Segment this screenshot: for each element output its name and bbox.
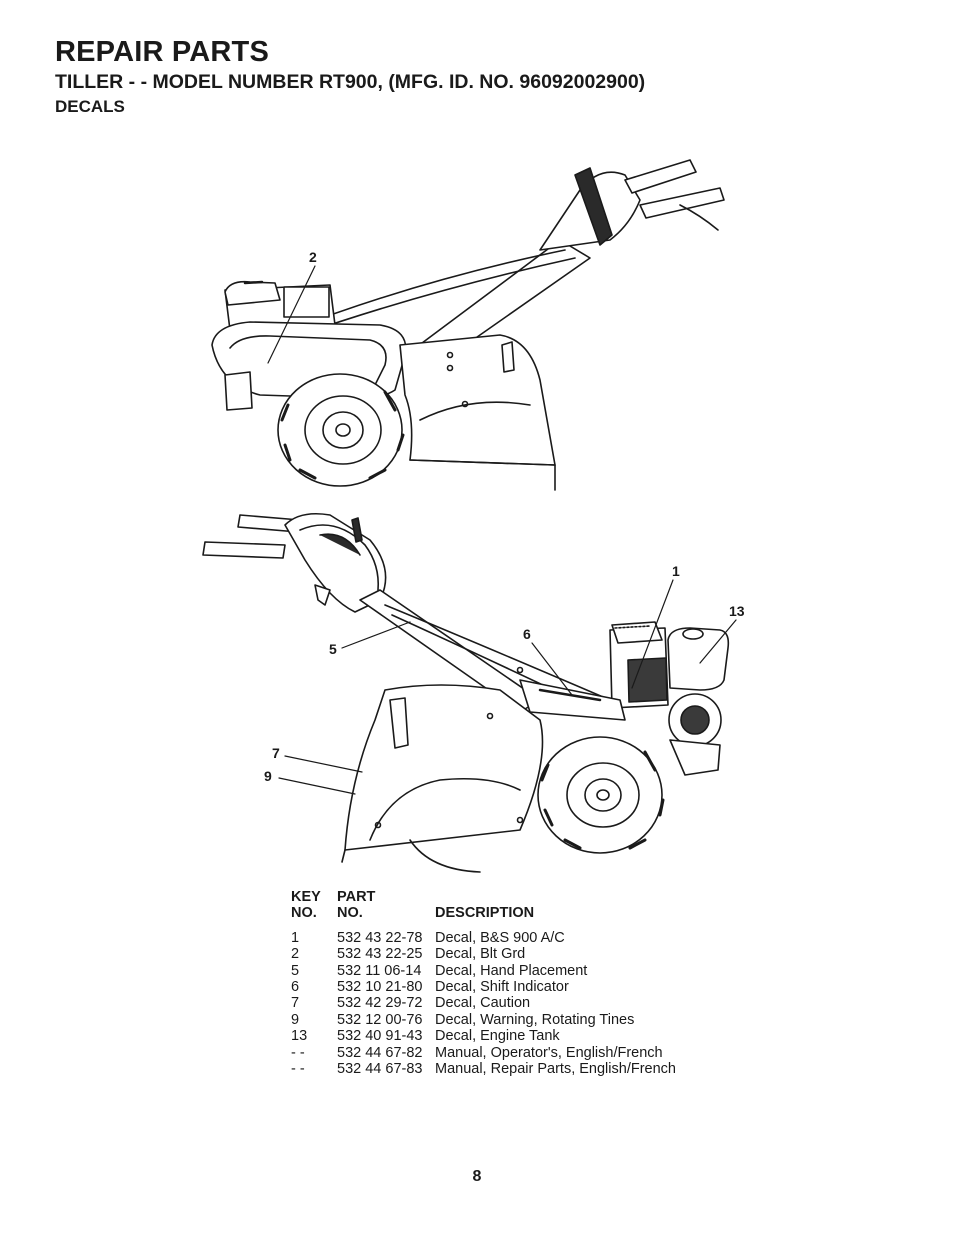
- description: Decal, Hand Placement: [435, 962, 588, 979]
- part-no: 532 12 00-76: [337, 1011, 423, 1028]
- key-no: 1: [291, 929, 300, 946]
- part-no: 532 10 21-80: [337, 979, 423, 996]
- table-row: 1 532 43 22-78 Decal, B&S 900 A/C: [291, 930, 676, 946]
- key-no: 6: [291, 979, 300, 996]
- header-part-top: PART: [337, 889, 376, 905]
- page-title: REPAIR PARTS: [55, 36, 270, 68]
- part-no: 532 43 22-78: [337, 929, 423, 946]
- description: Manual, Repair Parts, English/French: [435, 1061, 676, 1078]
- description: Manual, Operator's, English/French: [435, 1044, 663, 1061]
- model-subtitle: TILLER - - MODEL NUMBER RT900, (MFG. ID.…: [55, 71, 646, 93]
- description: Decal, Engine Tank: [435, 1028, 560, 1045]
- table-row: 9 532 12 00-76 Decal, Warning, Rotating Ti…: [291, 1012, 676, 1028]
- part-no: 532 44 67-83: [337, 1061, 423, 1078]
- key-no: 7: [291, 995, 300, 1012]
- tiller-top-view: [211, 159, 725, 491]
- page-number: 8: [472, 1168, 482, 1185]
- key-no: 9: [291, 1011, 300, 1028]
- parts-rows: 1 532 43 22-78 Decal, B&S 900 A/C 2 532 43 …: [291, 922, 676, 1078]
- description: Decal, B&S 900 A/C: [435, 929, 565, 946]
- description: Decal, Warning, Rotating Tines: [435, 1011, 635, 1028]
- key-no: - -: [291, 1061, 305, 1078]
- table-row: 7 532 42 29-72 Decal, Caution: [291, 995, 676, 1011]
- table-row: 6 532 10 21-80 Decal, Shift Indicator: [291, 979, 676, 995]
- part-no: 532 40 91-43: [337, 1028, 423, 1045]
- table-row: - - 532 44 67-83 Manual, Repair Parts, Eng…: [291, 1061, 676, 1077]
- callout-1: 1: [672, 563, 680, 579]
- part-no: 532 42 29-72: [337, 995, 423, 1012]
- description: Decal, Caution: [435, 995, 531, 1012]
- callout-9: 9: [264, 768, 272, 784]
- description: Decal, Blt Grd: [435, 946, 526, 963]
- description: Decal, Shift Indicator: [435, 979, 569, 996]
- table-row: 5 532 11 06-14 Decal, Hand Placement: [291, 963, 676, 979]
- callout-2: 2: [309, 249, 317, 265]
- callout-6: 6: [523, 626, 531, 642]
- callout-5: 5: [329, 641, 337, 657]
- parts-table: KEY PART NO. NO. DESCRIPTION 1 532 43 22-…: [291, 889, 676, 1077]
- key-no: 2: [291, 946, 300, 963]
- table-row: - - 532 44 67-82 Manual, Operator's, Engli…: [291, 1045, 676, 1061]
- key-no: - -: [291, 1044, 305, 1061]
- key-no: 13: [291, 1028, 308, 1045]
- part-no: 532 11 06-14: [337, 962, 422, 979]
- part-no: 532 44 67-82: [337, 1044, 423, 1061]
- tiller-decals-illustration: 2 1 13 6 5 7 9: [202, 159, 745, 873]
- header-key-bottom: NO.: [291, 905, 317, 922]
- table-row: 13 532 40 91-43 Decal, Engine Tank: [291, 1028, 676, 1044]
- key-no: 5: [291, 962, 300, 979]
- tiller-bottom-view: [202, 512, 730, 873]
- callout-7: 7: [272, 745, 280, 761]
- header-description: DESCRIPTION: [435, 905, 535, 922]
- header-part-bottom: NO.: [337, 905, 363, 922]
- part-no: 532 43 22-25: [337, 946, 423, 963]
- section-heading: DECALS: [55, 97, 125, 116]
- callout-13: 13: [729, 603, 745, 619]
- header-key-top: KEY: [291, 889, 321, 905]
- table-row: 2 532 43 22-25 Decal, Blt Grd: [291, 946, 676, 962]
